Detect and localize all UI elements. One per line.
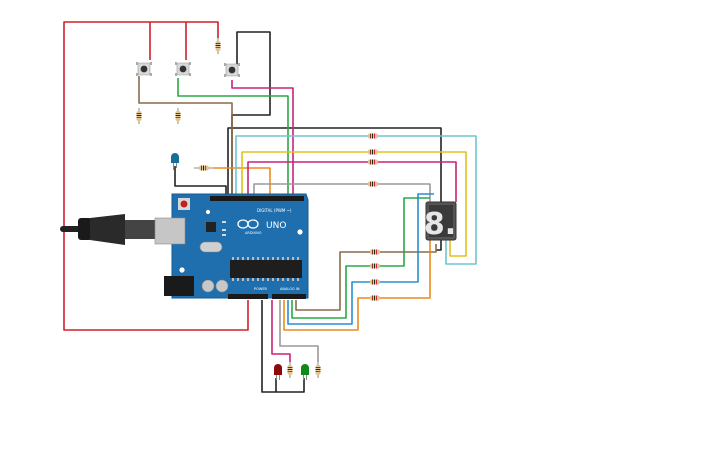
wire-magenta-seg-c[interactable] (247, 161, 457, 202)
resistors (136, 38, 380, 378)
seven-segment-display[interactable]: 8. (424, 201, 457, 242)
capacitor-2 (215, 279, 229, 293)
analog-header[interactable] (272, 294, 306, 299)
wire-black-led-ground[interactable] (261, 300, 305, 393)
display-digit: 8. (424, 207, 456, 242)
usb-jack (154, 217, 186, 245)
resistor-seg-f[interactable] (370, 263, 380, 269)
pushbutton-1[interactable] (136, 62, 152, 76)
resistor-seg-b[interactable] (368, 149, 378, 155)
resistor-led-red[interactable] (287, 362, 293, 378)
wire-blue-seg-g[interactable] (287, 193, 434, 325)
mcu-pins (232, 257, 299, 281)
resistor-button3[interactable] (215, 38, 221, 54)
led-green[interactable] (301, 364, 309, 380)
digital-label: DIGITAL (PWM ~) (257, 208, 292, 213)
pushbuttons (136, 62, 240, 77)
wire-green-seg-f[interactable] (291, 197, 430, 319)
wire-yellow-seg-b[interactable] (241, 151, 467, 257)
arduino-logo (237, 219, 259, 229)
resistor-seg-d[interactable] (368, 181, 378, 187)
wire-red-5v-loop[interactable] (63, 21, 249, 331)
mcu-chip (230, 260, 302, 278)
board-brand: UNO (266, 221, 286, 231)
resistor-seg-c[interactable] (368, 159, 378, 165)
mount-hole-2 (296, 228, 304, 236)
wire-brown-button1[interactable] (138, 76, 233, 196)
board-maker: ARDUINO (245, 231, 262, 235)
wire-magenta-button3[interactable] (231, 80, 294, 196)
resistor-seg-e[interactable] (370, 249, 380, 255)
power-jack (164, 276, 194, 296)
resistor-led-blue[interactable] (194, 165, 214, 171)
wire-black-led-blue[interactable] (174, 166, 227, 196)
pushbutton-3[interactable] (224, 63, 240, 77)
wire-teal-seg-a[interactable] (235, 135, 477, 265)
wire-orange-seg-dp[interactable] (283, 240, 431, 331)
resistor-seg-g[interactable] (370, 279, 380, 285)
power-header[interactable] (228, 294, 268, 299)
board-led-l (222, 221, 226, 223)
crystal (199, 241, 223, 253)
wire-brown-seg-e[interactable] (295, 244, 437, 311)
wire-black-ground-bus[interactable] (227, 127, 442, 202)
resistor-seg-a[interactable] (368, 133, 378, 139)
wire-gray-seg-d[interactable] (253, 183, 431, 202)
wire-orange-led-blue[interactable] (214, 167, 271, 196)
digital-header[interactable] (210, 196, 304, 201)
wire-gray-led-green[interactable] (279, 300, 319, 362)
analog-label: ANALOG IN (280, 287, 300, 291)
wires (63, 21, 477, 393)
usb-chip (206, 222, 216, 232)
wire-black-display-common[interactable] (436, 240, 442, 251)
capacitor-1 (201, 279, 215, 293)
board-led-rx (222, 234, 226, 236)
arduino-board[interactable]: UNO ARDUINO DIGITAL (PWM ~) POWER ANALOG… (60, 193, 309, 299)
usb-cable (60, 214, 155, 245)
power-label: POWER (254, 287, 268, 291)
resistor-button1[interactable] (136, 108, 142, 124)
pushbutton-2[interactable] (175, 62, 191, 76)
wire-black-button3[interactable] (231, 31, 271, 196)
wire-green-button2[interactable] (177, 78, 289, 196)
resistor-button2[interactable] (175, 108, 181, 124)
mount-hole-1 (178, 266, 186, 274)
mount-hole-3 (205, 209, 211, 215)
led-blue[interactable] (171, 153, 179, 170)
wire-magenta-led-red[interactable] (271, 300, 291, 362)
board-led-tx (222, 229, 226, 231)
resistor-led-green[interactable] (315, 362, 321, 378)
resistor-seg-dp[interactable] (370, 295, 380, 301)
led-red[interactable] (274, 364, 282, 380)
